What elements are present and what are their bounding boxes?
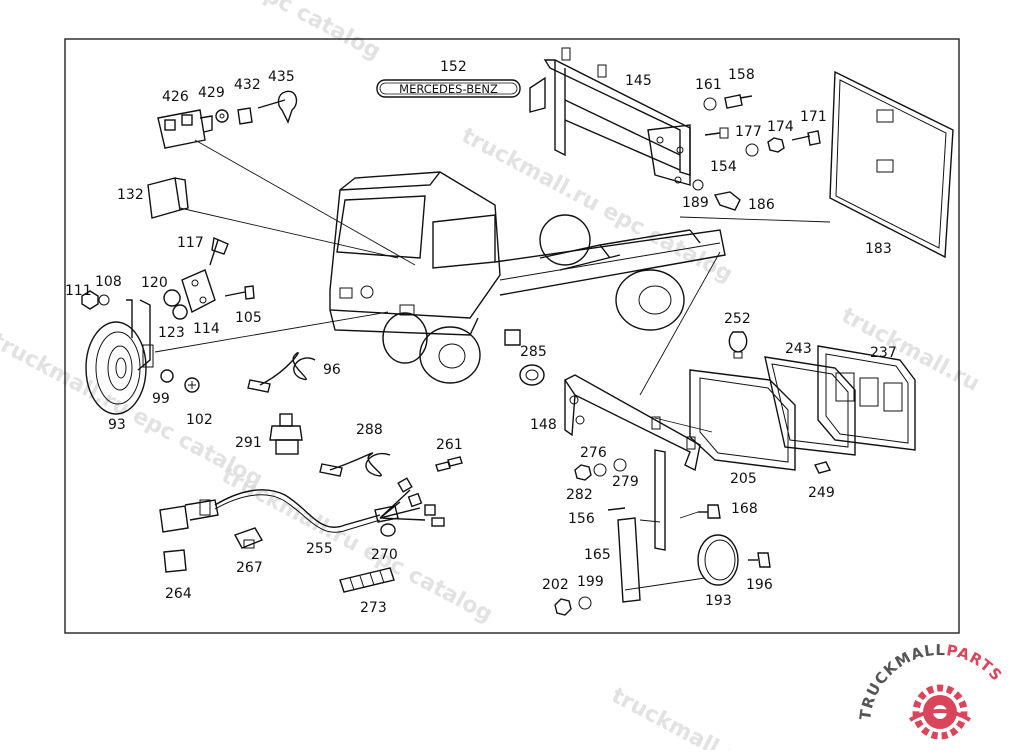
part-label: 199 xyxy=(577,574,604,590)
part-label: 261 xyxy=(436,437,463,453)
part-label: 288 xyxy=(356,422,383,438)
part-label: 193 xyxy=(705,593,732,609)
part-label: 165 xyxy=(584,547,611,563)
leader-lines xyxy=(154,139,831,591)
grommet-285 xyxy=(519,364,545,386)
part-label: 148 xyxy=(530,417,557,433)
part-label: 108 xyxy=(95,274,122,290)
part-label: 171 xyxy=(800,109,827,125)
diagram-border xyxy=(64,38,960,634)
mercedes-benz-badge: MERCEDES-BENZ xyxy=(376,79,521,98)
part-label: 435 xyxy=(268,69,295,85)
part-label: 117 xyxy=(177,235,204,251)
part-label: 156 xyxy=(568,511,595,527)
part-label: 255 xyxy=(306,541,333,557)
part-label: 105 xyxy=(235,310,262,326)
part-label: 196 xyxy=(746,577,773,593)
part-label: 267 xyxy=(236,560,263,576)
part-label: 152 xyxy=(440,59,467,75)
horn-93 xyxy=(81,290,200,415)
connector-264 xyxy=(163,549,187,573)
gear-icon xyxy=(908,684,972,740)
part-label: 186 xyxy=(748,197,775,213)
terminals-261 xyxy=(435,456,463,472)
part-labels: 152 145 161 158 426 429 432 435 177 174 … xyxy=(65,59,897,616)
watermark-text: truckmall.ru xyxy=(837,303,983,397)
part-label: 432 xyxy=(234,77,261,93)
reflector-and-hardware xyxy=(554,504,771,616)
horn-bracket-114 xyxy=(163,237,255,320)
part-label: 132 xyxy=(117,187,144,203)
cable-tie-288 xyxy=(319,452,391,477)
part-label: 158 xyxy=(728,67,755,83)
part-label: 426 xyxy=(162,89,189,105)
watermark-text: truckmall.ru epc catalog xyxy=(217,463,496,627)
part-label: 189 xyxy=(682,195,709,211)
grommet-270 xyxy=(380,523,396,537)
watermark-text: epc catalog xyxy=(247,0,385,65)
part-label: 429 xyxy=(198,85,225,101)
ignition-switch-group xyxy=(157,90,298,149)
part-label: 145 xyxy=(625,73,652,89)
sleeve-273 xyxy=(339,567,395,593)
part-label: 120 xyxy=(141,275,168,291)
connector-267 xyxy=(233,527,264,549)
part-label: 273 xyxy=(360,600,387,616)
bulb-249 xyxy=(813,461,832,474)
part-label: 249 xyxy=(808,485,835,501)
lamp-bracket-148 xyxy=(563,374,701,551)
part-label: 102 xyxy=(186,412,213,428)
part-label: 252 xyxy=(724,311,751,327)
plate-bracket-145 xyxy=(529,47,691,186)
part-label: 183 xyxy=(865,241,892,257)
part-label: 270 xyxy=(371,547,398,563)
part-label: 282 xyxy=(566,487,593,503)
part-label: 174 xyxy=(767,119,794,135)
relay-132 xyxy=(147,177,189,219)
license-plate-183 xyxy=(829,70,954,259)
tail-lamp-assembly xyxy=(689,345,916,471)
part-label: 177 xyxy=(735,124,762,140)
watermark-text: truckmall.ru xyxy=(607,683,753,750)
wiring-harness-255 xyxy=(159,477,445,533)
part-label: 161 xyxy=(695,77,722,93)
part-label: 243 xyxy=(785,341,812,357)
part-label: 168 xyxy=(731,501,758,517)
part-label: 99 xyxy=(152,391,170,407)
truck-illustration xyxy=(329,171,726,384)
part-label: 237 xyxy=(870,345,897,361)
bulb-252 xyxy=(728,331,748,359)
part-label: 276 xyxy=(580,445,607,461)
part-label: 123 xyxy=(158,325,185,341)
part-label: 264 xyxy=(165,586,192,602)
part-label: 111 xyxy=(65,283,92,299)
part-label: 96 xyxy=(323,362,341,378)
logo-text-red: PARTS xyxy=(945,641,1006,685)
badge-text: MERCEDES-BENZ xyxy=(399,82,498,96)
part-label: 93 xyxy=(108,417,126,433)
part-label: 285 xyxy=(520,344,547,360)
part-label: 154 xyxy=(710,159,737,175)
part-label: 202 xyxy=(542,577,569,593)
truckmall-parts-logo: TRUCKMALLPARTS xyxy=(856,641,1006,740)
switch-291 xyxy=(269,413,303,455)
part-label: 291 xyxy=(235,435,262,451)
part-label: 205 xyxy=(730,471,757,487)
part-label: 114 xyxy=(193,321,220,337)
part-label: 279 xyxy=(612,474,639,490)
nuts-group xyxy=(574,458,627,481)
plate-hardware xyxy=(674,94,821,211)
cable-tie-96 xyxy=(247,352,316,393)
